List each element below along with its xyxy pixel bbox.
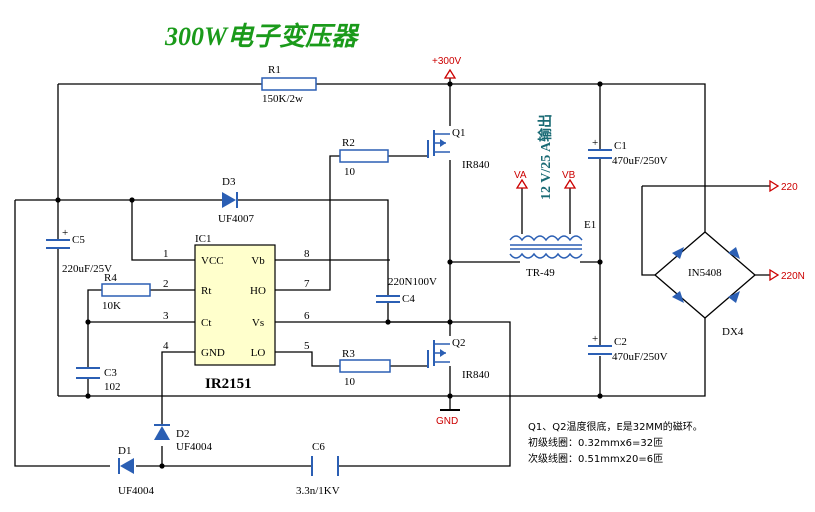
r1-ref: R1 (268, 64, 281, 76)
d3-value: UF4007 (218, 213, 255, 225)
svg-text:+: + (62, 227, 68, 239)
note-line-1: Q1、Q2温度很底，E是32MM的磁环。 (528, 420, 703, 433)
ic-pin-number-8: 8 (304, 248, 310, 260)
c3-value: 102 (104, 381, 121, 393)
ic-pin-number-6: 6 (304, 310, 310, 322)
output-terminals: VA VB 12 V/25 A输出 (514, 114, 577, 200)
c2-ref: C2 (614, 336, 627, 348)
capacitor-c4: 220N100V C4 (376, 276, 437, 305)
q1-ref: Q1 (452, 127, 465, 139)
c2-value: 470uF/250V (612, 351, 668, 363)
note-line-2: 初级线圈：0.32mmx6=32匝 (528, 436, 663, 449)
ic-pin-number-3: 3 (163, 310, 169, 322)
diode-d2: D2 UF4004 (154, 424, 213, 453)
output-rating: 12 V/25 A输出 (537, 114, 554, 200)
ic-pin-name-ct: Ct (201, 317, 211, 329)
ic-part: IR2151 (205, 376, 252, 392)
resistor-r2: R2 10 (339, 137, 389, 178)
junction-dots (55, 81, 603, 469)
transformer-value: TR-49 (526, 267, 555, 279)
bridge-ref: DX4 (722, 326, 744, 338)
ic-pin-name-vb: Vb (251, 255, 265, 267)
c1-ref: C1 (614, 140, 627, 152)
capacitor-c2: + C2 470uF/250V (588, 333, 668, 363)
resistor-r4: R4 10K (101, 272, 151, 312)
ic-pin-number-1: 1 (163, 248, 169, 260)
bridge-rectifier: IN5408 DX4 220 220N (654, 179, 805, 338)
q1-value: IR840 (462, 159, 490, 171)
ic-pin-number-7: 7 (304, 278, 310, 290)
capacitor-c5: + C5 220uF/25V (46, 227, 112, 275)
d1-value: UF4004 (118, 485, 155, 497)
ic-pin-number-5: 5 (304, 340, 310, 352)
r4-value: 10K (102, 300, 121, 312)
d2-ref: D2 (176, 428, 189, 440)
diode-d1: D1 UF4004 (118, 445, 155, 497)
note-line-3: 次级线圈：0.51mmx20=6匝 (528, 452, 663, 465)
c1-value: 470uF/250V (612, 155, 668, 167)
ic-pin-number-4: 4 (163, 340, 169, 352)
transformer-e1: E1 TR-49 (509, 219, 596, 279)
transformer-ref: E1 (584, 219, 596, 231)
ac-input-220n: 220N (781, 271, 805, 282)
r1-value: 150K/2w (262, 93, 303, 105)
svg-text:+: + (592, 333, 598, 345)
r3-ref: R3 (342, 348, 355, 360)
ic-pin-name-gnd: GND (201, 347, 225, 359)
va-label: VA (514, 170, 527, 181)
ic-pin-name-ho: HO (250, 285, 266, 297)
vb-label: VB (562, 170, 576, 181)
c6-ref: C6 (312, 441, 325, 453)
d1-ref: D1 (118, 445, 131, 457)
wires (14, 78, 770, 467)
c5-ref: C5 (72, 234, 85, 246)
ic-pin-number-2: 2 (163, 278, 169, 290)
c4-ref: C4 (402, 293, 415, 305)
c3-ref: C3 (104, 367, 117, 379)
v300-label: +300V (432, 56, 462, 67)
mosfet-q1: Q1 IR840 (427, 127, 490, 171)
c5-value: 220uF/25V (62, 263, 112, 275)
r2-ref: R2 (342, 137, 355, 149)
ic-pin-name-vs: Vs (252, 317, 264, 329)
resistor-r3: R3 10 (339, 348, 391, 388)
ic-pin-name-lo: LO (251, 347, 266, 359)
mosfet-q2: Q2 IR840 (427, 337, 490, 381)
ic-ref: IC1 (195, 233, 212, 245)
q2-ref: Q2 (452, 337, 465, 349)
d2-value: UF4004 (176, 441, 213, 453)
r3-value: 10 (344, 376, 356, 388)
svg-text:+: + (592, 137, 598, 149)
capacitor-c1: + C1 470uF/250V (588, 137, 668, 167)
d3-ref: D3 (222, 176, 236, 188)
capacitor-c6: C6 3.3n/1KV (296, 441, 340, 497)
bridge-part: IN5408 (688, 267, 722, 279)
r2-value: 10 (344, 166, 356, 178)
diode-d3: D3 UF4007 (218, 176, 255, 225)
ac-input-220: 220 (781, 182, 798, 193)
notes: Q1、Q2温度很底，E是32MM的磁环。 初级线圈：0.32mmx6=32匝 次… (528, 420, 703, 465)
ic-pin-name-vcc: VCC (201, 255, 224, 267)
r4-ref: R4 (104, 272, 117, 284)
resistor-r1: R1 150K/2w (261, 64, 317, 105)
c4-value: 220N100V (388, 276, 437, 288)
q2-value: IR840 (462, 369, 490, 381)
gnd-label: GND (436, 416, 458, 427)
c6-value: 3.3n/1KV (296, 485, 340, 497)
supply-terminals: +300V GND (432, 56, 462, 427)
schematic-title: 300W电子变压器 (164, 22, 360, 51)
ic-pin-name-rt: Rt (201, 285, 211, 297)
capacitor-c3: C3 102 (76, 367, 121, 393)
